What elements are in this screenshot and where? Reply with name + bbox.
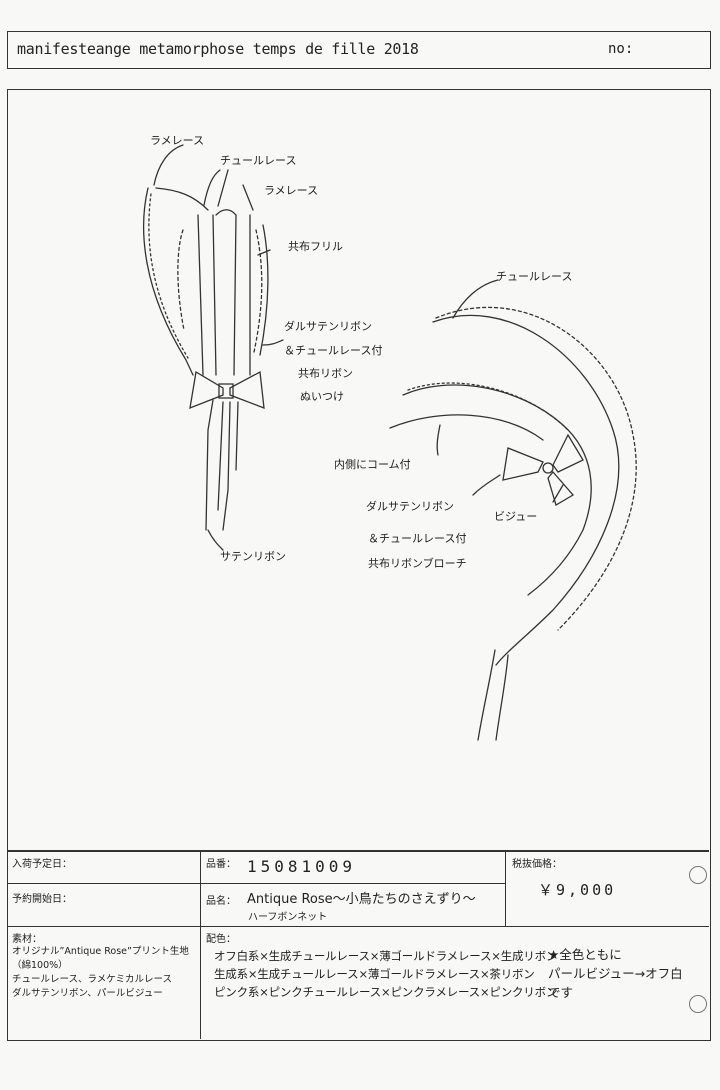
color-label: 配色： [206,934,236,945]
color-line: ピンク系×ピンクチュールレース×ピンクラメレース×ピンクリボン [214,985,558,999]
material-list: オリジナル”Antique Rose”プリント生地 （綿100%） チュールレー… [12,945,189,1001]
color-line: オフ白系×生成チュールレース×薄ゴールドラメレース×生成リボン [214,949,558,963]
material-label: 素材： [12,934,42,945]
product-number-label: 品番： [206,859,236,870]
side-view-bonnet [389,279,637,741]
product-number: 15081009 [247,857,357,876]
col-divider-2 [505,850,506,926]
note-line: パールビジュー→オフ白 [548,966,683,981]
product-name-label: 品名： [206,896,236,907]
sketch-area: ラメレース チュールレース ラメレース 共布フリル ダルサテンリボン ＆チュール… [8,90,709,850]
note-line: ★全色ともに [548,947,622,962]
anno-dull-satin-ribbon-1: ダルサテンリボン [284,320,372,333]
header-no-label: no: [608,41,634,57]
color-note: ★全色ともに パールビジュー→オフ白 です [548,945,683,1002]
product-subname: ハーフボンネット [248,912,328,923]
header-box: manifesteange metamorphose temps de fill… [7,31,711,69]
anno-lame-lace-2: ラメレース [264,184,319,197]
anno-inner-comb: 内側にコーム付 [334,458,411,471]
anno-dull-satin-ribbon-2: ダルサテンリボン [366,500,454,513]
anno-bijou: ビジュー [494,510,538,523]
price-label: 税抜価格： [512,859,562,870]
anno-cloth-frill: 共布フリル [288,240,343,253]
material-line: ダルサテンリボン、パールビジュー [12,988,163,999]
price-value: ￥9,000 [538,881,617,899]
front-view-bonnet [142,144,284,551]
anno-sewn-on: ぬいつけ [300,390,344,403]
anno-cloth-ribbon: 共布リボン [298,367,353,380]
punch-hole [689,995,707,1013]
punch-hole [689,866,707,884]
anno-tulle-lace-attach-2: ＆チュールレース付 [368,532,467,545]
row-divider-2 [8,926,709,927]
row-divider-1 [8,883,505,884]
material-line: チュールレース、ラメケミカルレース [12,974,172,985]
bonnet-sketch [142,144,637,741]
material-line: オリジナル”Antique Rose”プリント生地 [12,946,189,957]
note-line: です [548,985,574,1000]
color-line: 生成系×生成チュールレース×薄ゴールドラメレース×茶リボン [214,967,535,981]
col-divider-1 [200,850,201,1039]
anno-cloth-ribbon-brooch: 共布リボンブローチ [368,557,467,570]
anno-tulle-lace-2: チュールレース [496,270,573,283]
color-variation-list: オフ白系×生成チュールレース×薄ゴールドラメレース×生成リボン 生成系×生成チュ… [214,947,557,1001]
material-line: （綿100%） [12,960,68,971]
anno-tulle-lace-attach-1: ＆チュールレース付 [284,344,383,357]
product-name: Antique Rose〜小鳥たちのさえずり〜 [247,892,476,907]
anno-lame-lace-1: ラメレース [150,134,205,147]
anno-tulle-lace-1: チュールレース [220,154,297,167]
anno-satin-ribbon: サテンリボン [220,550,286,563]
spec-sheet-frame: ラメレース チュールレース ラメレース 共布フリル ダルサテンリボン ＆チュール… [7,89,711,1041]
table-top-border [8,850,709,852]
header-title: manifesteange metamorphose temps de fill… [17,40,419,58]
reservation-date-label: 予約開始日： [12,894,72,905]
arrival-date-label: 入荷予定日： [12,859,72,870]
